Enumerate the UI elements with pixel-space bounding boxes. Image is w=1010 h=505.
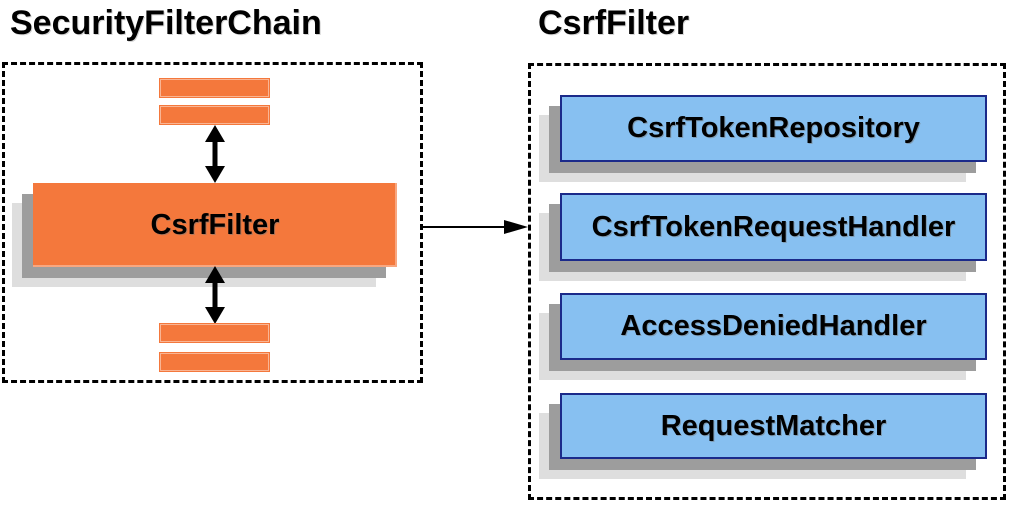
component-box-csrf-token-request-handler: CsrfTokenRequestHandler — [560, 193, 987, 261]
csrf-filter-detail-container — [528, 63, 1006, 500]
left-panel-title: SecurityFilterChain — [10, 4, 322, 42]
component-label: CsrfTokenRepository — [627, 112, 920, 144]
double-arrow-up-down-icon — [205, 125, 225, 183]
csrf-filter-node: CsrfFilter — [33, 183, 397, 267]
right-arrow-connector-icon — [422, 220, 528, 234]
security-filter-chain-container — [2, 62, 423, 383]
filter-placeholder-bar — [159, 323, 270, 343]
filter-placeholder-bar — [159, 352, 270, 372]
component-label: RequestMatcher — [660, 409, 887, 442]
component-box-request-matcher: RequestMatcher — [560, 393, 987, 459]
double-arrow-up-down-icon — [205, 266, 225, 324]
component-label: CsrfTokenRequestHandler — [591, 210, 956, 243]
component-box-access-denied-handler: AccessDeniedHandler — [560, 293, 987, 360]
filter-placeholder-bar — [159, 78, 270, 98]
csrf-filter-node-label: CsrfFilter — [150, 208, 280, 241]
component-box-csrf-token-repository: CsrfTokenRepository — [560, 95, 987, 162]
filter-placeholder-bar — [159, 105, 270, 125]
component-label: AccessDeniedHandler — [620, 310, 927, 342]
right-panel-title: CsrfFilter — [538, 4, 690, 42]
